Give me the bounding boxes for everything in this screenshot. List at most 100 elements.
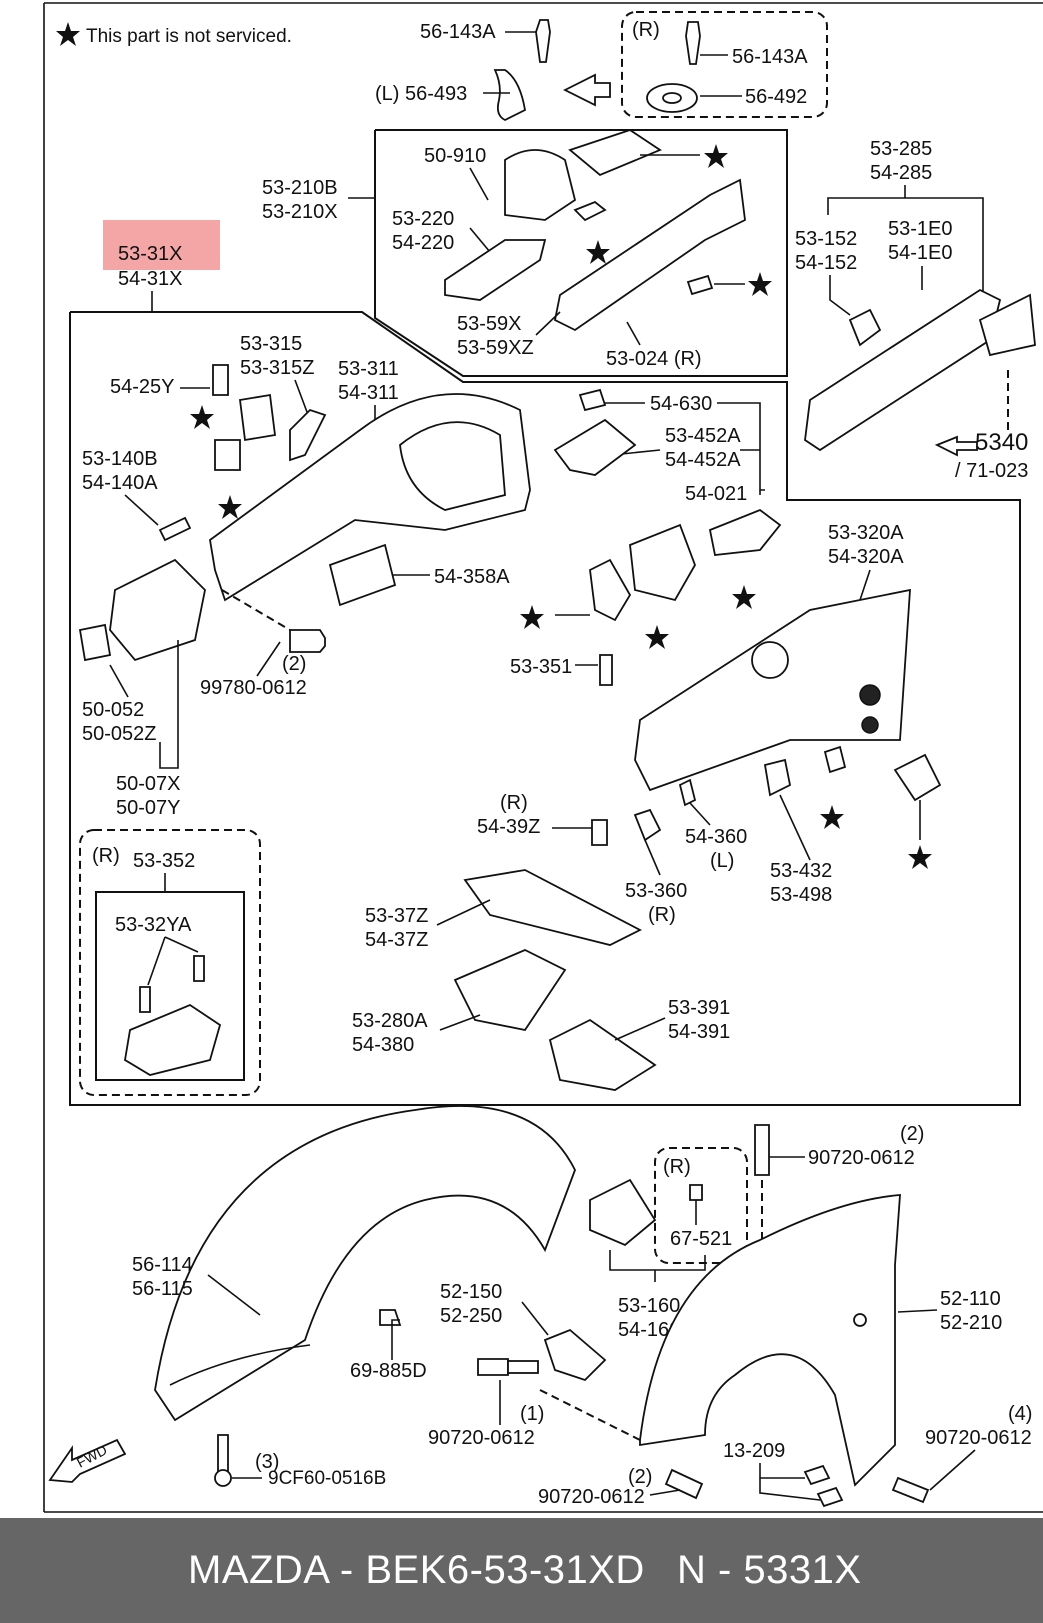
label-90720-0612-b: 90720-0612 bbox=[808, 1147, 915, 1169]
label-50-07X: 50-07X bbox=[116, 773, 181, 795]
label-54-360: 54-360 bbox=[685, 826, 747, 848]
cowl-member-part bbox=[804, 288, 1002, 452]
bolt-part bbox=[289, 629, 326, 653]
star-icon bbox=[732, 585, 756, 609]
label-67-521: 67-521 bbox=[670, 1228, 732, 1250]
label-53-352: 53-352 bbox=[133, 850, 195, 872]
label-53-1E0: 53-1E0 bbox=[888, 218, 953, 240]
bracket-part bbox=[543, 1328, 607, 1382]
fender-liner-part bbox=[154, 1105, 576, 1422]
strut-tower-part bbox=[504, 149, 577, 221]
star-icon bbox=[748, 272, 772, 296]
bolt-part bbox=[754, 1124, 770, 1176]
label-56-492: 56-492 bbox=[745, 86, 807, 108]
star-icon bbox=[56, 22, 80, 46]
label-L-360: (L) bbox=[710, 850, 734, 872]
label-54-320A: 54-320A bbox=[828, 546, 904, 568]
label-50-910: 50-910 bbox=[424, 145, 486, 167]
label-52-250: 52-250 bbox=[440, 1305, 502, 1327]
lower-apron-group: (R) 54-39Z 53-360 (R) 54-360 (L) 53-432 … bbox=[352, 745, 942, 1091]
label-53-140B: 53-140B bbox=[82, 448, 158, 470]
frame-end-part bbox=[124, 1003, 222, 1076]
label-53-59XZ: 53-59XZ bbox=[457, 337, 534, 359]
label-53-285: 53-285 bbox=[870, 138, 932, 160]
label-54-311: 54-311 bbox=[338, 382, 399, 404]
bracket-part bbox=[493, 69, 526, 122]
bolt-part bbox=[664, 1468, 704, 1500]
star-icon bbox=[908, 845, 932, 869]
bracket-part bbox=[589, 1178, 657, 1247]
label-R-352: (R) bbox=[92, 845, 120, 867]
clip-part-r bbox=[685, 21, 701, 65]
label-50-052: 50-052 bbox=[82, 699, 144, 721]
upper-rail-part bbox=[553, 178, 746, 332]
label-53-024: 53-024 (R) bbox=[606, 348, 702, 370]
label-13-209: 13-209 bbox=[723, 1440, 785, 1462]
label-53-59X: 53-59X bbox=[457, 313, 522, 335]
label-69-885D: 69-885D bbox=[350, 1360, 427, 1382]
note-text: This part is not serviced. bbox=[86, 26, 292, 47]
label-qty-2-b: (2) bbox=[900, 1123, 924, 1145]
member-part bbox=[548, 1018, 657, 1091]
part-number-footer: MAZDA - BEK6-53-31XD N - 5331X bbox=[0, 1518, 1043, 1623]
label-qty-4: (4) bbox=[1008, 1403, 1032, 1425]
label-53-210B: 53-210B bbox=[262, 177, 338, 199]
label-R-360: (R) bbox=[648, 904, 676, 926]
label-53-391: 53-391 bbox=[668, 997, 730, 1019]
label-52-210: 52-210 bbox=[940, 1312, 1002, 1334]
bracket-part bbox=[978, 293, 1036, 357]
label-56-143A-r: 56-143A bbox=[732, 46, 808, 68]
star-icon bbox=[190, 405, 214, 429]
star-icon bbox=[645, 625, 669, 649]
front-frame-end-part bbox=[109, 558, 206, 662]
label-54-152: 54-152 bbox=[795, 252, 857, 274]
label-90720-0612-d: 90720-0612 bbox=[538, 1486, 645, 1508]
label-56-143A: 56-143A bbox=[420, 21, 496, 43]
label-53-152: 53-152 bbox=[795, 228, 857, 250]
clip-part bbox=[535, 19, 551, 63]
label-54-220: 54-220 bbox=[392, 232, 454, 254]
front-fender-part bbox=[639, 1194, 901, 1487]
label-56-115: 56-115 bbox=[132, 1278, 193, 1300]
bracket-part bbox=[328, 543, 397, 607]
parts-diagram: This part is not serviced. 56-143A (L) 5… bbox=[43, 2, 1043, 1513]
label-54-39Z: 54-39Z bbox=[477, 816, 540, 838]
apron-bracket-part bbox=[553, 418, 637, 476]
label-90720-0612-a: 90720-0612 bbox=[428, 1427, 535, 1449]
brand-part-number: MAZDA - BEK6-53-31XD bbox=[188, 1548, 645, 1592]
label-qty-3: (3) bbox=[255, 1451, 279, 1473]
star-icon bbox=[820, 805, 844, 829]
label-R: (R) bbox=[632, 19, 660, 41]
label-99780-0612: 99780-0612 bbox=[200, 677, 307, 699]
label-53-351: 53-351 bbox=[510, 656, 572, 678]
label-54-1E0: 54-1E0 bbox=[888, 242, 953, 264]
bolt-part bbox=[477, 1358, 509, 1376]
label-54-630: 54-630 bbox=[650, 393, 712, 415]
label-54-31X: 54-31X bbox=[118, 268, 183, 290]
star-icon bbox=[704, 144, 728, 168]
apron-box: 53-210B 53-210X 50-910 53-220 54-220 53-… bbox=[262, 129, 788, 377]
label-54-285: 54-285 bbox=[870, 162, 932, 184]
label-53-315Z: 53-315Z bbox=[240, 357, 315, 379]
bracket-part bbox=[568, 129, 662, 177]
crossmember-part bbox=[463, 869, 642, 946]
label-53-320A: 53-320A bbox=[828, 522, 904, 544]
label-qty-1: (1) bbox=[520, 1403, 544, 1425]
note: This part is not serviced. bbox=[56, 22, 292, 47]
clip-group-top: 56-143A (L) 56-493 (R) 56-143A 56-492 bbox=[375, 11, 828, 122]
fender-group: 56-114 56-115 69-885D (3) 9CF60-0516B FW… bbox=[48, 1105, 1032, 1508]
pointer-hand-icon bbox=[934, 435, 978, 457]
label-90720-0612-c: 90720-0612 bbox=[925, 1427, 1032, 1449]
clip-part bbox=[803, 1464, 831, 1486]
r-dashed-box bbox=[621, 11, 828, 118]
label-52-110: 52-110 bbox=[940, 1288, 1001, 1310]
label-54-37Z: 54-37Z bbox=[365, 929, 428, 951]
label-52-150: 52-150 bbox=[440, 1281, 502, 1303]
label-R-39Z: (R) bbox=[500, 792, 528, 814]
label-53-315: 53-315 bbox=[240, 333, 302, 355]
cowl-group: 53-285 54-285 53-152 54-152 53-1E0 54-1E… bbox=[795, 138, 1036, 482]
label-54-160: 54-160 bbox=[618, 1319, 680, 1341]
star-icon bbox=[218, 495, 242, 519]
label-53-432: 53-432 bbox=[770, 860, 832, 882]
main-frame-box: 53-31X 54-31X bbox=[69, 220, 1021, 1106]
